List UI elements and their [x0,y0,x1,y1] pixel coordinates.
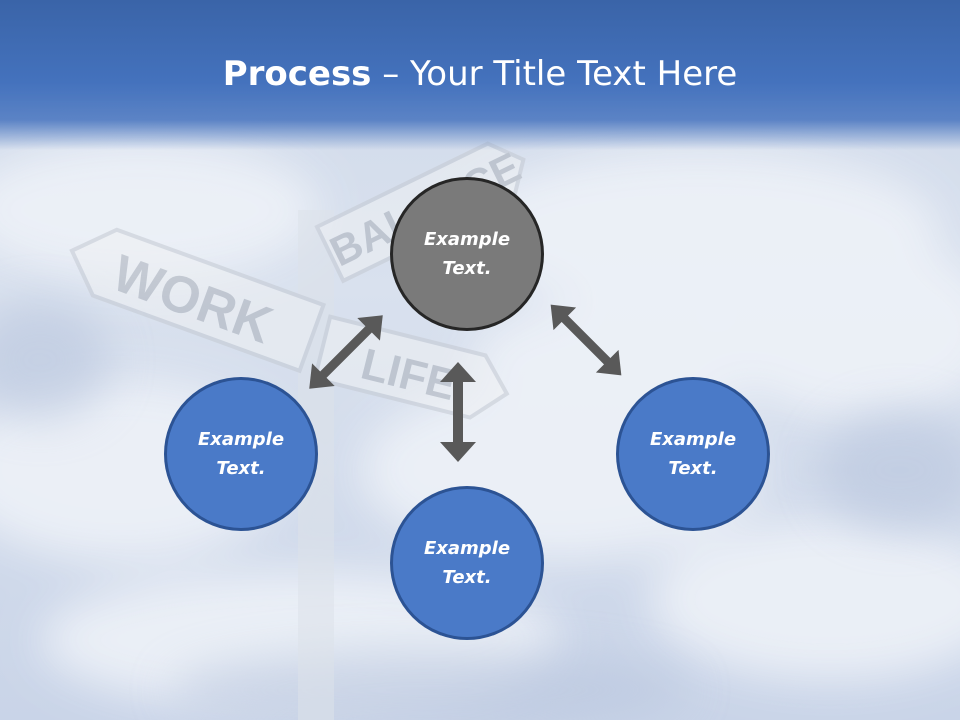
double-arrow-vertical-icon[interactable] [440,362,476,462]
right-circle[interactable]: Example Text. [616,377,770,531]
left-circle-text: Example Text. [197,429,285,479]
double-arrow-diagonal-left-icon[interactable] [298,304,394,400]
right-circle-text: Example Text. [649,429,737,479]
title-bold-part: Process [222,54,372,94]
double-arrow-diagonal-right-icon[interactable] [539,293,632,386]
bottom-circle[interactable]: Example Text. [390,486,544,640]
title-regular-part: – Your Title Text Here [371,54,738,94]
center-top-circle[interactable]: Example Text. [390,177,544,331]
sign-work-board [69,227,327,374]
left-circle[interactable]: Example Text. [164,377,318,531]
bottom-circle-text: Example Text. [423,538,511,588]
center-top-circle-text: Example Text. [423,229,511,279]
title-band [0,0,960,150]
slide-title[interactable]: Process – Your Title Text Here [0,52,960,96]
